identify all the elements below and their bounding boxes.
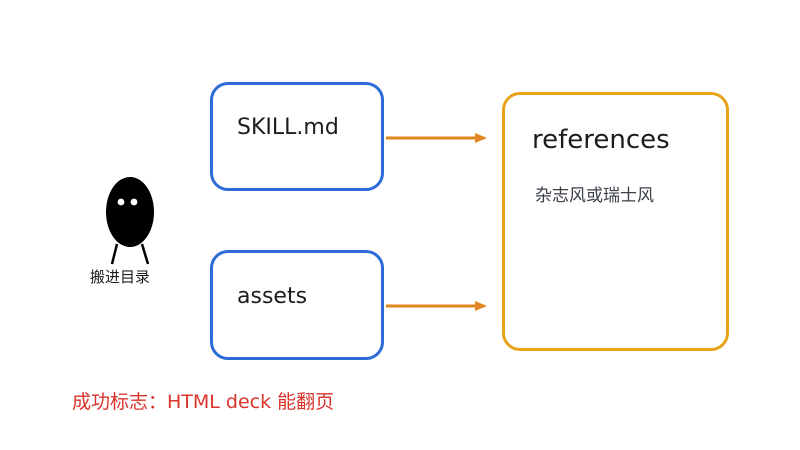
- figure-right-eye: [130, 198, 138, 206]
- figure-left-leg: [110, 243, 119, 265]
- assets-label: assets: [237, 284, 308, 309]
- figure-body: [106, 177, 154, 247]
- references-label: references: [532, 125, 670, 155]
- success-criteria-note: 成功标志：HTML deck 能翻页: [72, 391, 335, 413]
- skill-md-node: SKILL.md: [210, 82, 384, 191]
- references-style-note: 杂志风或瑞士风: [535, 186, 654, 206]
- figure-label: 搬进目录: [89, 268, 150, 286]
- figure-left-eye: [117, 198, 125, 206]
- figure-right-leg: [140, 243, 150, 265]
- assets-node: assets: [210, 250, 384, 360]
- character-figure-icon: [106, 177, 154, 265]
- skill-md-label: SKILL.md: [237, 115, 339, 140]
- references-node: references 杂志风或瑞士风: [502, 92, 729, 351]
